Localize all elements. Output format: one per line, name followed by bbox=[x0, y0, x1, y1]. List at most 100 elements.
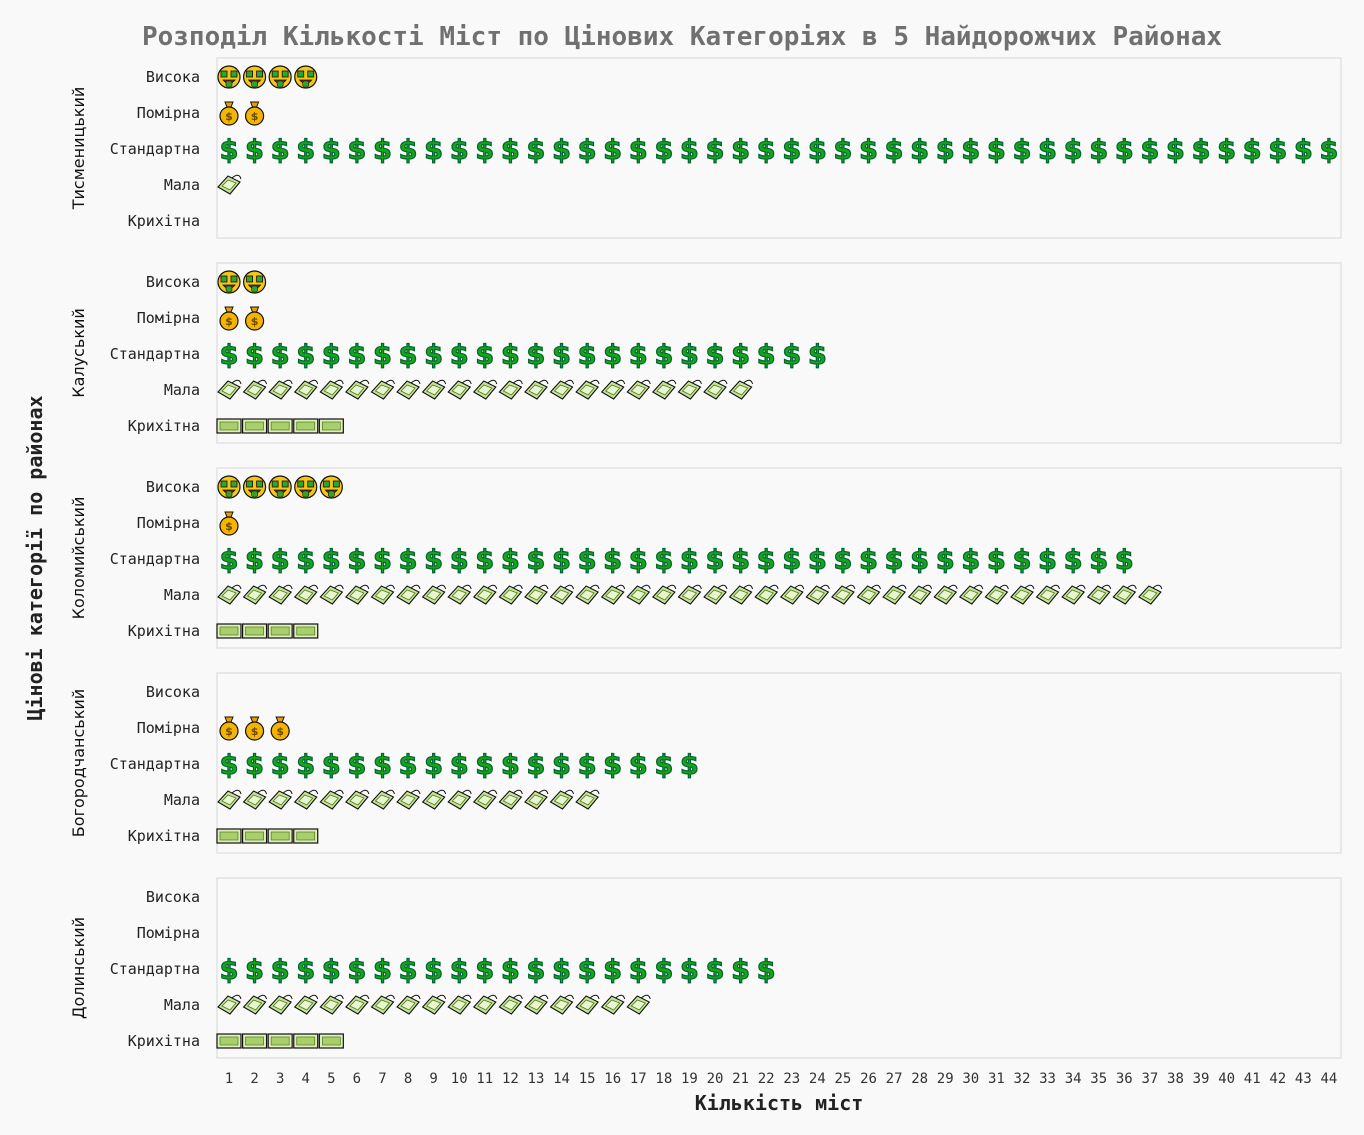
svg-text:$: $ bbox=[1294, 135, 1313, 166]
svg-text:$: $ bbox=[527, 955, 546, 986]
money-wings-icon bbox=[472, 994, 498, 1015]
svg-text:$: $ bbox=[348, 135, 367, 166]
dollar-sign-icon: $ bbox=[270, 954, 290, 986]
svg-text:$: $ bbox=[808, 545, 827, 576]
dollar-sign-icon: $ bbox=[705, 954, 725, 986]
svg-text:$: $ bbox=[1089, 135, 1108, 166]
money-wings-icon bbox=[1061, 584, 1086, 605]
svg-text:$: $ bbox=[475, 545, 494, 576]
dollar-sign-icon: $ bbox=[910, 134, 930, 166]
svg-text:$: $ bbox=[782, 545, 801, 576]
dollar-sign-icon: $ bbox=[679, 339, 699, 371]
x-tick-label: 42 bbox=[1269, 1071, 1286, 1087]
money-wings-icon bbox=[882, 584, 907, 605]
money-bag-icon: $ bbox=[219, 101, 239, 126]
x-tick-label: 4 bbox=[302, 1071, 310, 1087]
dollar-sign-icon: $ bbox=[347, 749, 367, 781]
svg-text:$: $ bbox=[527, 545, 546, 576]
svg-text:$: $ bbox=[450, 340, 469, 371]
banknote-icon bbox=[241, 418, 268, 434]
x-tick-label: 40 bbox=[1218, 1071, 1235, 1087]
dollar-sign-icon: $ bbox=[219, 544, 239, 576]
x-tick-label: 32 bbox=[1014, 1071, 1031, 1087]
money-bag-icon: $ bbox=[219, 306, 239, 331]
dollar-sign-icon: $ bbox=[526, 339, 546, 371]
money-wings-icon bbox=[498, 584, 523, 605]
svg-text:$: $ bbox=[706, 955, 725, 986]
dollar-sign-icon: $ bbox=[475, 339, 495, 371]
dollar-sign-icon: $ bbox=[219, 134, 239, 166]
dollar-sign-icon: $ bbox=[398, 954, 418, 986]
category-tick-label: Крихітна bbox=[128, 1032, 200, 1050]
x-axis-label: Кількість міст bbox=[695, 1091, 864, 1115]
x-tick-label: 35 bbox=[1090, 1071, 1107, 1087]
dollar-sign-icon: $ bbox=[1038, 134, 1058, 166]
money-face-icon bbox=[242, 65, 267, 89]
svg-text:$: $ bbox=[225, 520, 233, 533]
svg-text:$: $ bbox=[1038, 135, 1057, 166]
dollar-sign-icon: $ bbox=[756, 954, 776, 986]
money-wings-icon bbox=[370, 789, 395, 810]
svg-text:$: $ bbox=[220, 955, 239, 986]
dollar-sign-icon: $ bbox=[1217, 134, 1237, 166]
svg-text:$: $ bbox=[1089, 545, 1108, 576]
dollar-sign-icon: $ bbox=[654, 749, 674, 781]
dollar-sign-icon: $ bbox=[449, 544, 469, 576]
svg-text:$: $ bbox=[757, 955, 776, 986]
svg-text:$: $ bbox=[276, 725, 284, 738]
money-wings-icon bbox=[268, 789, 293, 810]
x-tick-label: 19 bbox=[681, 1071, 698, 1087]
banknote-icon bbox=[293, 623, 319, 639]
svg-text:$: $ bbox=[552, 545, 571, 576]
money-wings-icon bbox=[447, 789, 472, 810]
svg-text:$: $ bbox=[910, 545, 929, 576]
money-wings-icon bbox=[268, 379, 293, 400]
money-wings-icon bbox=[984, 584, 1009, 605]
category-tick-label: Крихітна bbox=[128, 417, 200, 435]
dollar-sign-icon: $ bbox=[552, 339, 572, 371]
dollar-sign-icon: $ bbox=[347, 134, 367, 166]
svg-text:$: $ bbox=[399, 545, 418, 576]
category-tick-label: Помірна bbox=[137, 719, 200, 737]
dollar-sign-icon: $ bbox=[500, 134, 520, 166]
svg-text:$: $ bbox=[251, 110, 259, 123]
money-wings-icon bbox=[549, 994, 575, 1015]
money-wings-icon bbox=[575, 584, 600, 605]
money-wings-icon bbox=[728, 584, 754, 605]
dollar-sign-icon: $ bbox=[807, 134, 827, 166]
dollar-sign-icon: $ bbox=[628, 134, 648, 166]
svg-text:$: $ bbox=[271, 545, 290, 576]
money-wings-icon bbox=[447, 584, 472, 605]
svg-text:$: $ bbox=[654, 750, 673, 781]
money-wings-icon bbox=[524, 584, 549, 605]
money-wings-icon bbox=[370, 584, 395, 605]
category-tick-label: Помірна bbox=[137, 104, 200, 122]
money-face-icon bbox=[217, 270, 241, 294]
svg-text:$: $ bbox=[271, 955, 290, 986]
district-label: Калуський bbox=[69, 308, 88, 398]
x-tick-label: 30 bbox=[962, 1071, 979, 1087]
money-wings-icon bbox=[498, 994, 523, 1015]
money-wings-icon bbox=[217, 789, 242, 810]
dollar-sign-icon: $ bbox=[475, 544, 495, 576]
dollar-sign-icon: $ bbox=[296, 954, 316, 986]
svg-text:$: $ bbox=[629, 135, 648, 166]
category-tick-label: Стандартна bbox=[110, 755, 200, 773]
money-wings-icon bbox=[1086, 584, 1112, 605]
dollar-sign-icon: $ bbox=[1114, 544, 1134, 576]
dollar-sign-icon: $ bbox=[296, 544, 316, 576]
x-tick-label: 34 bbox=[1065, 1071, 1082, 1087]
dollar-sign-icon: $ bbox=[1293, 134, 1313, 166]
dollar-sign-icon: $ bbox=[603, 339, 623, 371]
svg-text:$: $ bbox=[251, 725, 259, 738]
svg-text:$: $ bbox=[782, 340, 801, 371]
svg-text:$: $ bbox=[373, 135, 392, 166]
money-wings-icon bbox=[703, 379, 728, 400]
dollar-sign-icon: $ bbox=[552, 749, 572, 781]
svg-text:$: $ bbox=[348, 545, 367, 576]
svg-text:$: $ bbox=[706, 340, 725, 371]
dollar-sign-icon: $ bbox=[424, 544, 444, 576]
svg-text:$: $ bbox=[731, 545, 750, 576]
money-wings-icon bbox=[345, 789, 370, 810]
